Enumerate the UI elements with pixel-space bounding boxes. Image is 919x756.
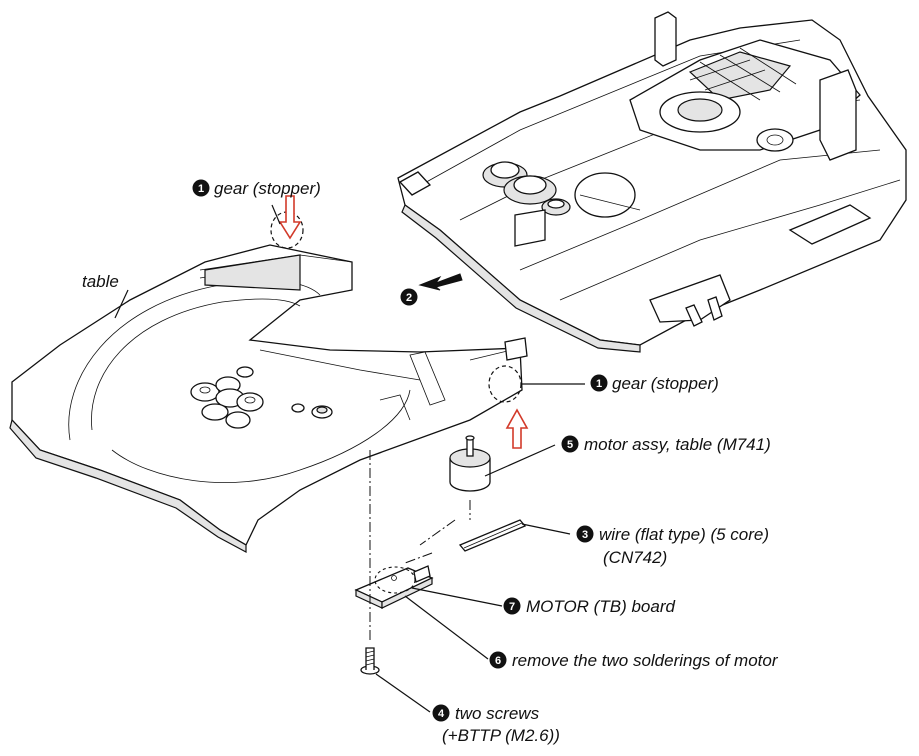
direction-arrow-step-2 — [418, 273, 463, 291]
step-number-4: 4 — [438, 708, 445, 720]
label-motor-assy: motor assy, table (M741) — [584, 435, 771, 454]
label-wire-line-2: (CN742) — [603, 548, 667, 567]
step-number-5: 5 — [567, 439, 573, 451]
push-arrow-top — [278, 195, 302, 240]
motor-board — [354, 565, 434, 609]
label-solderings: remove the two solderings of motor — [512, 651, 779, 670]
step-number-7: 7 — [509, 601, 515, 613]
label-screws-line-2: (+BTTP (M2.6)) — [442, 726, 560, 745]
tray-mechanism — [397, 11, 907, 353]
step-badge-7 — [503, 597, 521, 615]
label-screws-line-1: two screws — [455, 704, 540, 723]
step-badge-4 — [432, 704, 450, 722]
table-gear-cluster — [190, 366, 333, 429]
push-arrow-bottom — [505, 408, 529, 449]
step-number-1-top: 1 — [198, 183, 204, 195]
label-wire-line-1: wire (flat type) (5 core) — [599, 525, 769, 544]
step-badge-1-right — [590, 374, 608, 392]
label-gear-stopper-right: gear (stopper) — [612, 374, 719, 393]
tray-gear-train — [482, 161, 641, 247]
label-gear-stopper-top: gear (stopper) — [214, 179, 321, 198]
motor-assy — [449, 435, 491, 492]
flat-wire — [458, 519, 527, 552]
table-tray — [9, 244, 528, 554]
step-number-3: 3 — [582, 529, 588, 541]
screw — [360, 647, 380, 675]
leader-lines — [114, 204, 585, 713]
step-badge-2 — [400, 288, 418, 306]
step-number-2: 2 — [406, 292, 412, 304]
step-badge-3 — [576, 525, 594, 543]
step-badge-1-top — [192, 179, 210, 197]
step-number-1-right: 1 — [596, 378, 602, 390]
label-table: table — [82, 272, 119, 291]
label-motor-board: MOTOR (TB) board — [526, 597, 675, 616]
step-number-6: 6 — [495, 655, 501, 667]
soldering-marker — [374, 566, 416, 594]
step-badge-6 — [489, 651, 507, 669]
assembly-lines — [369, 450, 471, 640]
step-badge-5 — [561, 435, 579, 453]
